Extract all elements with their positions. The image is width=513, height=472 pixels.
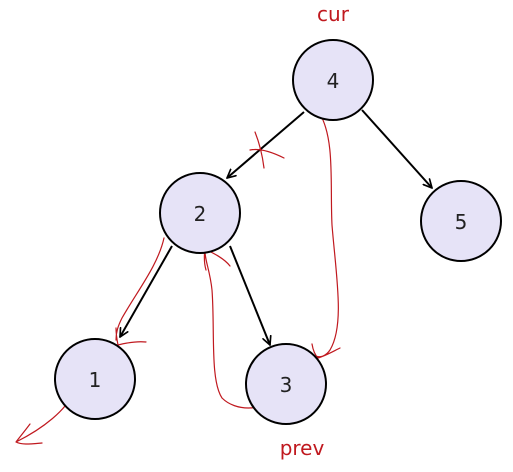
trace-2-down-to-1 — [115, 237, 165, 346]
tree-node-3: 3 — [245, 343, 327, 425]
node-4-label: 4 — [327, 69, 340, 93]
edge-4-to-2 — [227, 111, 305, 178]
trace-4-down-to-3 — [311, 113, 341, 359]
node-5-label: 5 — [455, 210, 468, 234]
edge-4-to-5 — [361, 109, 432, 188]
node-2-label: 2 — [194, 202, 207, 226]
node-1-label: 1 — [89, 368, 102, 392]
cut-mark-on-edge-4-2 — [249, 131, 285, 169]
cur-pointer-label: cur — [317, 2, 350, 26]
tree-node-2: 2 — [159, 172, 241, 254]
edge-2-to-3 — [229, 245, 270, 345]
tree-node-5: 5 — [420, 180, 502, 262]
node-3-label: 3 — [280, 373, 293, 397]
edge-2-to-1 — [120, 245, 173, 337]
prev-pointer-label: prev — [280, 436, 325, 460]
tree-node-1: 1 — [54, 338, 136, 420]
tree-node-4: 4 — [292, 39, 374, 121]
